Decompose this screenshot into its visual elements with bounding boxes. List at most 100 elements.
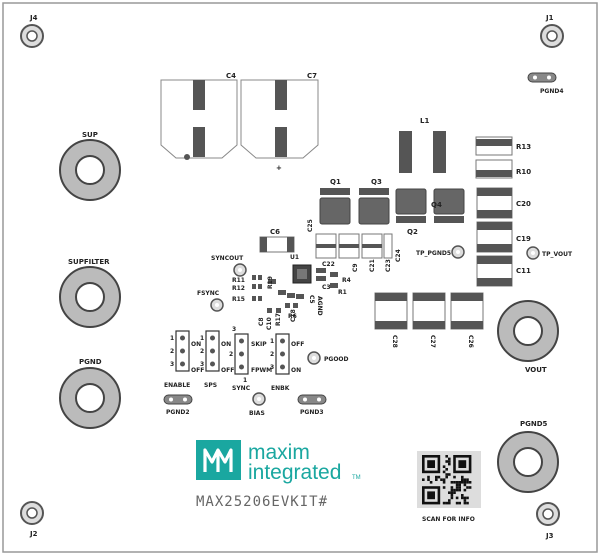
sps-pin2: 2 [200, 348, 204, 355]
terminal-sup: SUP [59, 131, 121, 201]
sync-bottom: FPWM [251, 367, 272, 374]
enbk-pin2: 2 [270, 351, 274, 358]
pgnd3-label: PGND3 [300, 409, 324, 416]
r6-label: R6 [288, 313, 297, 320]
logo-tm: TM [352, 475, 361, 481]
enable-bottom: OFF [191, 367, 204, 374]
test-point-syncout: SYNCOUT [211, 255, 247, 277]
terminal-supfilter: SUPFILTER [59, 258, 121, 328]
sync-pin3: 3 [232, 326, 236, 333]
capacitor-c4: C4 [160, 72, 238, 160]
capacitor-c27: C27 [412, 292, 446, 348]
r10-label: R10 [516, 168, 531, 176]
c6-label: C6 [270, 228, 280, 236]
test-point-pgnd4: PGND4 [527, 72, 564, 95]
ic-u1: U1 [290, 254, 312, 284]
sps-bottom: OFF [221, 367, 234, 374]
sync-pin2: 2 [229, 351, 233, 358]
c22-label: C22 [322, 261, 335, 268]
svg-text:+: + [276, 164, 282, 172]
q4-label: Q4 [431, 201, 442, 209]
sup-label: SUP [82, 131, 98, 139]
j2-label: J2 [29, 530, 38, 538]
r11-label: R11 [232, 277, 245, 284]
capacitor-c28: C28 [374, 292, 408, 348]
resistor-r10: R10 [475, 159, 531, 179]
j4-label: J4 [29, 14, 38, 22]
r17-label: R17 [275, 313, 282, 326]
sps-pin1: 1 [200, 335, 204, 342]
bias-label: BIAS [249, 410, 265, 417]
r4-label: R4 [342, 277, 351, 284]
u1-label: U1 [290, 254, 299, 261]
agnd-label: AGND [316, 296, 323, 316]
jack-j4: J4 [20, 14, 44, 48]
jack-j2: J2 [20, 501, 44, 538]
pgood-label: PGOOD [324, 356, 349, 363]
vout-label: VOUT [525, 366, 547, 374]
c21-label: C21 [369, 259, 376, 272]
sync-top: SKIP [251, 341, 267, 348]
logo-line1: maxim [248, 441, 310, 464]
test-point-tp-pgnd5: TP_PGND5 [416, 245, 465, 259]
sps-label: SPS [204, 382, 217, 389]
capacitor-c7: + C7 [240, 72, 319, 172]
mosfet-q2: Q2 [395, 188, 427, 236]
c19-label: C19 [516, 235, 531, 243]
test-point-tp-vout: TP_VOUT [526, 246, 573, 260]
test-point-pgnd3: PGND3 [297, 394, 327, 416]
jumper-enable[interactable]: 1 2 3 ON OFF ENABLE [164, 330, 204, 389]
capacitor-c20: C20 [476, 187, 531, 219]
capacitor-c26: C26 [450, 292, 484, 348]
qr-caption: SCAN FOR INFO [422, 516, 475, 523]
c25-label: C25 [307, 219, 314, 232]
sync-label: SYNC [232, 385, 251, 392]
c23-label: C23 [385, 259, 392, 272]
c20-label: C20 [516, 200, 531, 208]
terminal-vout: VOUT [497, 300, 559, 374]
tp-pgnd5-label: TP_PGND5 [416, 250, 451, 257]
pgnd5-label: PGND5 [520, 420, 548, 428]
small-passives-cluster: C22 R4 R1 C3 C5 AGND R11 R12 R15 R19 R17… [232, 261, 351, 330]
r15-label: R15 [232, 296, 245, 303]
c3-label: C3 [322, 284, 331, 291]
capacitor-c19: C19 [476, 221, 531, 253]
enbk-top: OFF [291, 341, 304, 348]
j3-label: J3 [545, 532, 554, 540]
enable-top: ON [191, 341, 201, 348]
test-point-pgnd2: PGND2 [163, 394, 193, 416]
c7-label: C7 [307, 72, 317, 80]
enable-pin2: 2 [170, 348, 174, 355]
fsync-label: FSYNC [197, 290, 220, 297]
enbk-pin3: 3 [270, 364, 274, 371]
c9-label: C9 [352, 263, 359, 272]
jack-j1: J1 [540, 14, 564, 48]
part-number: MAX25206EVKIT# [196, 494, 328, 510]
sync-pin1: 1 [243, 377, 247, 384]
r12-label: R12 [232, 285, 245, 292]
jack-j3: J3 [536, 502, 560, 540]
c11-label: C11 [516, 267, 531, 275]
jumper-enbk[interactable]: 1 2 3 OFF ON ENBK [270, 333, 304, 392]
qr-code: SCAN FOR INFO [417, 451, 481, 523]
logo-line2: integrated [248, 461, 341, 484]
c18-label: C18 [290, 309, 297, 322]
r1-label: R1 [338, 289, 347, 296]
pgnd-label: PGND [79, 358, 102, 366]
test-point-fsync: FSYNC [197, 290, 224, 312]
sps-top: ON [221, 341, 231, 348]
terminal-pgnd5: PGND5 [497, 420, 559, 493]
enbk-bottom: ON [291, 367, 301, 374]
resistor-r13: R13 [475, 136, 531, 156]
c10-label: C10 [266, 317, 273, 330]
enbk-label: ENBK [271, 385, 290, 392]
l1-label: L1 [420, 117, 429, 125]
syncout-label: SYNCOUT [211, 255, 244, 262]
q1-label: Q1 [330, 178, 341, 186]
c5-label: C5 [308, 295, 315, 304]
j1-label: J1 [545, 14, 554, 22]
terminal-pgnd: PGND [59, 358, 121, 429]
jumper-sync[interactable]: 3 2 1 SKIP FPWM SYNC [229, 326, 272, 392]
jumper-sps[interactable]: 1 2 3 ON OFF SPS [200, 330, 234, 389]
